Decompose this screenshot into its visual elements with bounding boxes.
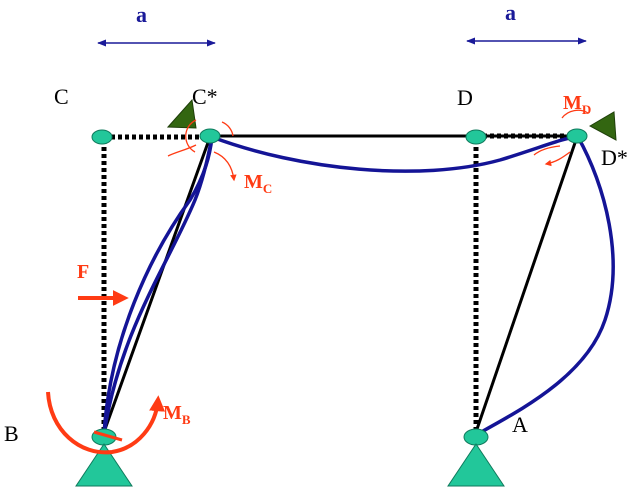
moment-arc-d-left: [533, 145, 561, 156]
chord-right: [474, 136, 579, 433]
label-moment-c: MC: [244, 171, 272, 196]
label-node-d-star: D*: [601, 145, 628, 170]
wedge-c-star-icon: [166, 98, 197, 129]
deformed-beam: [211, 135, 579, 173]
label-moment-b: MB: [163, 402, 191, 427]
moment-arc-c-inner: [213, 151, 237, 182]
node-d: [465, 129, 487, 145]
chord-left: [102, 136, 212, 433]
node-a: [463, 428, 489, 446]
label-node-c-star: C*: [192, 84, 218, 109]
label-moment-d: MD: [563, 92, 591, 117]
label-moment-d-sub: D: [582, 102, 591, 117]
label-node-b: B: [4, 421, 19, 446]
moment-arc-d-inner: [544, 151, 571, 167]
label-force-f: F: [77, 261, 89, 283]
label-moment-c-main: M: [244, 171, 263, 193]
label-node-d: D: [457, 85, 473, 110]
moment-arc-c-outer-right: [221, 121, 234, 137]
dimension-label-left: a: [136, 2, 147, 27]
label-moment-c-sub: C: [263, 181, 272, 196]
dimension-label-right: a: [505, 0, 516, 25]
pin-support-b-icon: [75, 443, 133, 487]
node-d-star: [566, 128, 588, 144]
moment-arc-b: [46, 391, 166, 455]
label-node-c: C: [54, 84, 69, 109]
deformed-column-left-2: [102, 136, 214, 435]
wedge-d-star-icon: [588, 111, 617, 141]
label-moment-d-main: M: [563, 92, 582, 114]
node-c-star: [199, 128, 221, 144]
moment-arc-c-outer-left: [185, 119, 197, 153]
moment-arc-c-left: [167, 144, 197, 157]
label-moment-b-sub: B: [182, 412, 191, 427]
moment-arc-d-top: [561, 109, 589, 119]
pin-support-a-icon: [447, 443, 505, 487]
deformed-column-right: [477, 136, 615, 436]
node-c: [91, 129, 113, 145]
label-moment-b-main: M: [163, 402, 182, 424]
label-node-a: A: [512, 412, 528, 437]
moment-b-tick: [93, 430, 123, 442]
